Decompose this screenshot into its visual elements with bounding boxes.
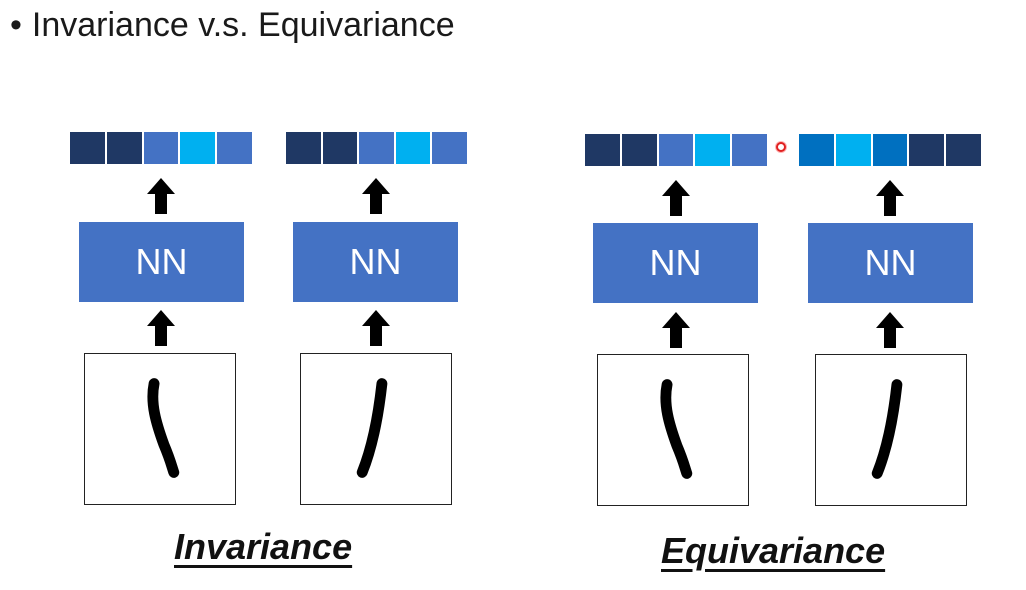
output-vector-invariance-left (70, 132, 252, 164)
vector-cell (695, 134, 732, 166)
digit-one-icon (598, 355, 748, 505)
up-arrow-icon (876, 180, 904, 216)
vector-cell (144, 132, 181, 164)
vector-cell (70, 132, 107, 164)
vector-cell (396, 132, 433, 164)
vector-cell (286, 132, 323, 164)
vector-cell (107, 132, 144, 164)
up-arrow-icon (362, 178, 390, 214)
digit-one-icon (85, 354, 235, 504)
input-image-right-leaning-one (300, 353, 452, 505)
input-image-right-leaning-one (815, 354, 967, 506)
equivariance-caption: Equivariance (661, 530, 885, 572)
input-image-left-leaning-one (597, 354, 749, 506)
input-image-left-leaning-one (84, 353, 236, 505)
vector-cell (873, 134, 910, 166)
vector-cell (432, 132, 467, 164)
vector-cell (732, 134, 767, 166)
vector-cell (359, 132, 396, 164)
slide-title: • Invariance v.s. Equivariance (10, 6, 455, 45)
vector-cell (622, 134, 659, 166)
digit-one-icon (301, 354, 451, 504)
vector-cell (180, 132, 217, 164)
vector-cell (799, 134, 836, 166)
vector-cell (946, 134, 981, 166)
nn-block: NN (293, 222, 458, 302)
output-vector-equivariance-left (585, 134, 767, 166)
vector-cell (659, 134, 696, 166)
invariance-caption: Invariance (174, 526, 352, 568)
up-arrow-icon (662, 180, 690, 216)
laser-pointer-icon (774, 140, 788, 154)
up-arrow-icon (876, 312, 904, 348)
vector-cell (323, 132, 360, 164)
digit-one-icon (816, 355, 966, 505)
up-arrow-icon (362, 310, 390, 346)
up-arrow-icon (147, 310, 175, 346)
up-arrow-icon (147, 178, 175, 214)
up-arrow-icon (662, 312, 690, 348)
output-vector-equivariance-right (799, 134, 981, 166)
vector-cell (909, 134, 946, 166)
nn-block: NN (808, 223, 973, 303)
slide-title-text: Invariance v.s. Equivariance (32, 6, 455, 44)
vector-cell (217, 132, 252, 164)
nn-block: NN (593, 223, 758, 303)
vector-cell (836, 134, 873, 166)
output-vector-invariance-right (286, 132, 467, 164)
bullet-icon: • (10, 6, 22, 44)
vector-cell (585, 134, 622, 166)
nn-block: NN (79, 222, 244, 302)
